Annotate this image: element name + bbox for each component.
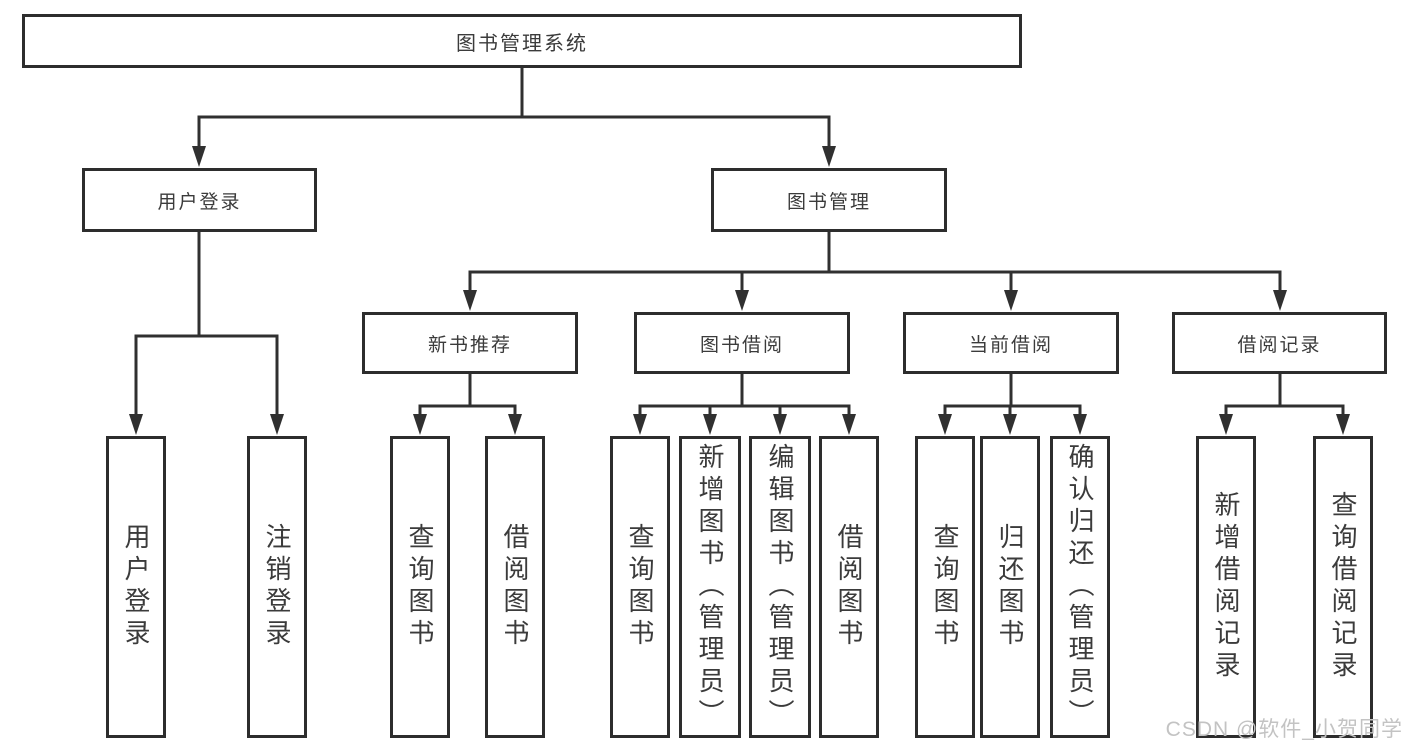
leaf-label: 查询图书 [930, 523, 960, 651]
node-book-borrow: 图书借阅 [634, 312, 850, 374]
leaf-label: 归还图书 [995, 523, 1025, 651]
connector-book-borrow-children [638, 374, 851, 414]
leaf-add-borrow-record: 新增借阅记录 [1196, 436, 1256, 738]
node-library-management-system: 图书管理系统 [22, 14, 1022, 68]
leaf-confirm-return-admin: 确认归还（管理员） [1050, 436, 1110, 738]
leaf-logout: 注销登录 [247, 436, 307, 738]
leaf-label: 确认归还（管理员） [1065, 443, 1095, 731]
leaf-label: 查询图书 [405, 523, 435, 651]
watermark-text: CSDN @软件_小贺同学 [1165, 718, 1403, 741]
leaf-label: 查询图书 [625, 523, 655, 651]
connector-new-book-children [418, 374, 517, 414]
node-current-borrow: 当前借阅 [903, 312, 1119, 374]
node-new-book-recommend: 新书推荐 [362, 312, 578, 374]
node-borrow-records: 借阅记录 [1172, 312, 1387, 374]
connector-user-login-children [134, 232, 279, 414]
leaf-label: 编辑图书（管理员） [765, 443, 795, 731]
leaf-label: 新增借阅记录 [1211, 491, 1241, 683]
leaf-query-books-recommend: 查询图书 [390, 436, 450, 738]
leaf-add-book-admin: 新增图书（管理员） [679, 436, 741, 738]
leaf-label: 借阅图书 [500, 523, 530, 651]
connector-borrow-records-children [1224, 374, 1345, 414]
leaf-label: 用户登录 [121, 523, 151, 651]
leaf-query-books-borrow: 查询图书 [610, 436, 670, 738]
leaf-user-login: 用户登录 [106, 436, 166, 738]
leaf-label: 查询借阅记录 [1328, 491, 1358, 683]
connector-book-management-children [468, 232, 1282, 290]
leaf-edit-book-admin: 编辑图书（管理员） [749, 436, 811, 738]
connector-current-borrow-children [943, 374, 1082, 414]
leaf-return-book: 归还图书 [980, 436, 1040, 738]
leaf-label: 注销登录 [262, 523, 292, 651]
leaf-query-books-current: 查询图书 [915, 436, 975, 738]
arrowheads [129, 146, 1350, 435]
connector-root-to-level1 [197, 68, 831, 146]
leaf-label: 新增图书（管理员） [695, 443, 725, 731]
node-book-management: 图书管理 [711, 168, 947, 232]
node-user-login: 用户登录 [82, 168, 317, 232]
leaf-query-borrow-record: 查询借阅记录 [1313, 436, 1373, 738]
leaf-label: 借阅图书 [834, 523, 864, 651]
leaf-borrow-books-recommend: 借阅图书 [485, 436, 545, 738]
leaf-borrow-books-borrow: 借阅图书 [819, 436, 879, 738]
